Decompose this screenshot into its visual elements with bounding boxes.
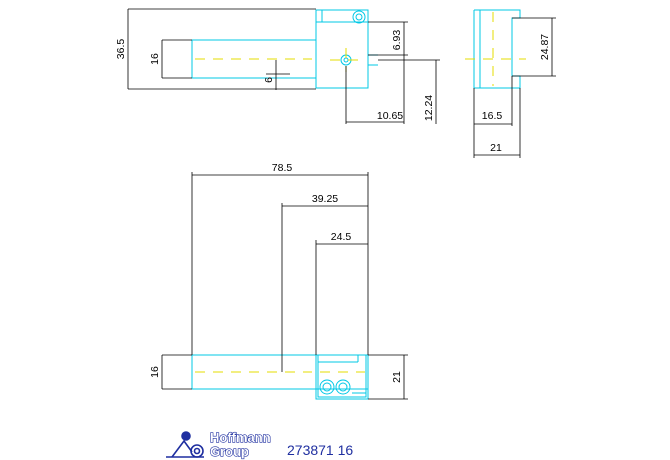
dim-6: 6 [263,77,275,83]
side-view: 24.87 16.5 21 [465,9,556,158]
front-view: 78.5 39.25 24.5 16 21 [149,162,408,400]
hoffmann-group-logo: Hoffmann Group [166,429,271,460]
top-view-centerlines [195,48,365,72]
top-view-outline [191,9,378,89]
dim-24-87: 24.87 [539,34,551,60]
top-view-dimension-lines [127,8,440,124]
logo-mark-icon [166,431,204,458]
front-view-dimension-lines [161,172,408,400]
front-view-outline [191,354,369,400]
top-view: 36.5 16 6 6.93 10.65 12.24 [115,8,440,124]
dim-16-5: 16.5 [482,110,503,122]
dim-24-5: 24.5 [331,231,352,243]
dim-39-25: 39.25 [312,193,338,205]
part-number: 273871 16 [287,442,353,458]
logo-text-line1: Hoffmann [210,430,271,445]
dim-78-5: 78.5 [272,162,293,174]
dim-16-bottom: 16 [149,366,161,378]
dim-21-right: 21 [490,142,502,154]
dim-21-bottom: 21 [391,371,403,383]
dim-16-top: 16 [149,53,161,65]
dim-6-93: 6.93 [391,30,403,51]
logo-text-line2: Group [210,444,249,459]
dim-36-5: 36.5 [115,39,127,60]
dim-12-24: 12.24 [423,95,435,121]
side-view-dimension-lines [473,17,556,158]
dim-10-65: 10.65 [377,110,403,122]
side-view-centerlines [465,12,526,86]
